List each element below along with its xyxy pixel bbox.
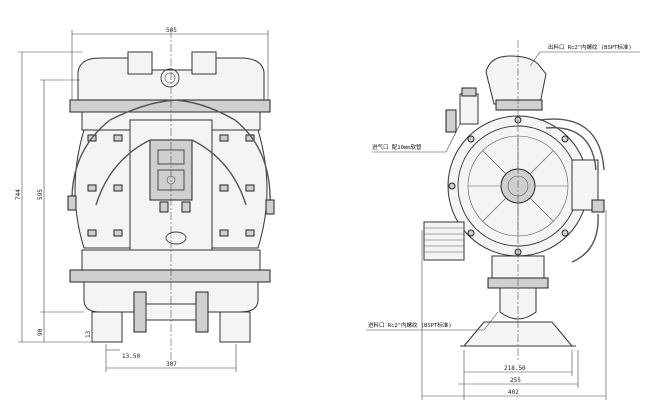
label-inlet: 进料口 Rc2"内螺纹 (BSPT标准)	[368, 321, 452, 329]
dim-744: 744	[15, 189, 22, 200]
dim-90: 90	[37, 328, 44, 336]
muffler-lines	[424, 227, 464, 253]
callouts: 出料口 Rc2"内螺纹 (BSPT标准) 进气口 配10mm软管 进料口 Rc2…	[366, 43, 640, 331]
dim-13-50: 13.50	[122, 353, 140, 360]
dim-255: 255	[510, 377, 521, 384]
side-dimensions: 218.50 255 402	[421, 210, 607, 400]
dim-402: 402	[508, 389, 519, 396]
dim-505: 505	[166, 27, 177, 34]
label-air-inlet: 进气口 配10mm软管	[372, 143, 422, 151]
dim-218-50: 218.50	[504, 365, 526, 372]
dim-307: 307	[166, 361, 177, 368]
front-view	[67, 30, 275, 360]
label-outlet: 出料口 Rc2"内螺纹 (BSPT标准)	[548, 43, 632, 51]
bolts-left	[87, 134, 123, 237]
dim-13: 13	[85, 330, 92, 338]
side-view	[423, 40, 605, 360]
dim-595: 595	[37, 189, 44, 200]
front-dimensions: 505 744 595 90 13 13.50 307	[15, 27, 269, 372]
